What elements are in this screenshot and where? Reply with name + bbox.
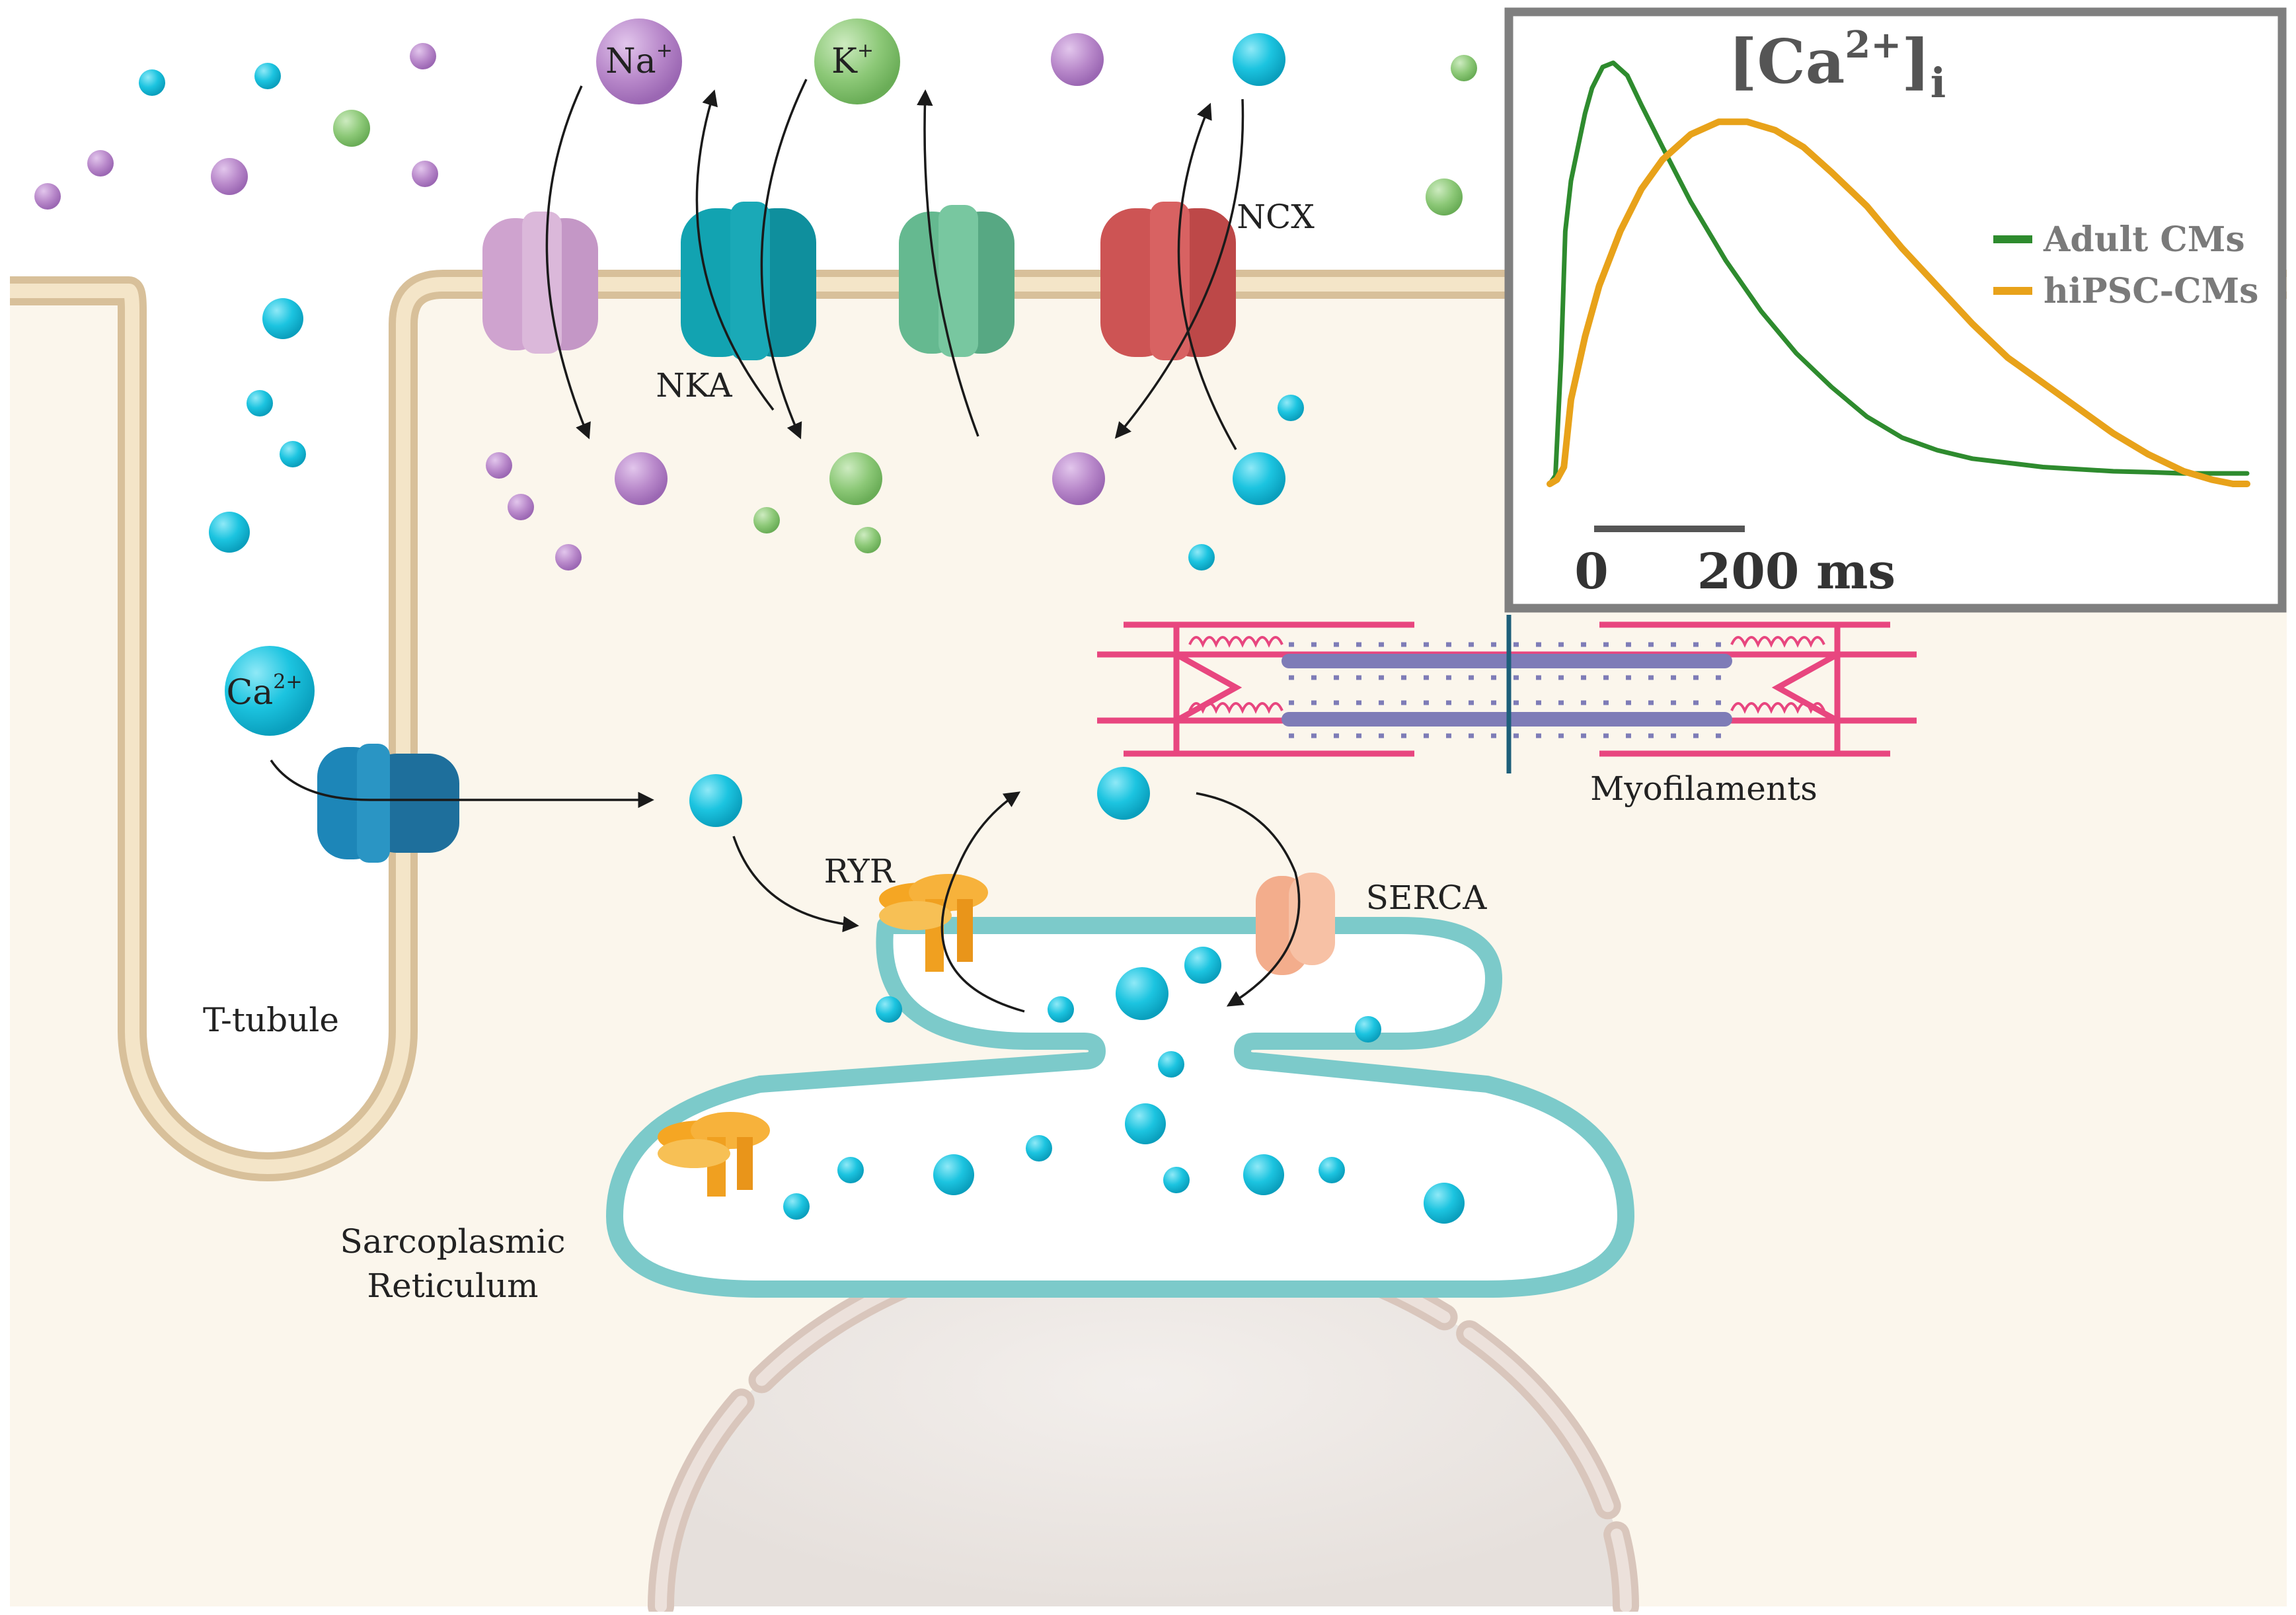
nka-pump xyxy=(681,202,816,360)
ca-ion: Ca2+ xyxy=(225,646,315,736)
svg-text:Ca2+: Ca2+ xyxy=(226,670,302,713)
ca-ion-charge: 2+ xyxy=(273,670,302,693)
na-ion-charge: + xyxy=(656,39,673,62)
series-line-adult-cms xyxy=(1547,60,2250,487)
serca-label: SERCA xyxy=(1366,879,1488,917)
legend-label-hipsc: hiPSC-CMs xyxy=(2044,271,2258,311)
flux-arrows xyxy=(270,79,1301,1013)
na-ion: Na+ xyxy=(596,19,682,104)
ncx-label: NCX xyxy=(1237,198,1315,236)
na-channel xyxy=(482,212,598,354)
chart-series xyxy=(1547,60,2250,487)
nka-label: NKA xyxy=(656,366,732,405)
t-tubule-label: T-tubule xyxy=(203,1001,339,1039)
sarcoplasmic-reticulum xyxy=(606,916,1634,1298)
svg-text:Na+: Na+ xyxy=(605,39,673,81)
svg-text:K+: K+ xyxy=(831,39,874,81)
scale-bar-value: 200 ms xyxy=(1697,543,1895,600)
inset-title: [Ca2+]i xyxy=(1728,23,1946,107)
myofilaments xyxy=(1097,615,1917,773)
l-type-ca-channel xyxy=(317,744,459,863)
ryr-label: RYR xyxy=(824,852,896,890)
sr-label-line2: Reticulum xyxy=(367,1267,538,1305)
k-ion: K+ xyxy=(814,19,900,104)
sr-label-line1: Sarcoplasmic xyxy=(340,1222,566,1261)
legend-label-adult: Adult CMs xyxy=(2043,219,2245,260)
calcium-transient-inset: [Ca2+]i Adult CMs hiPSC-CMs 0 200 ms xyxy=(1504,7,2287,613)
ryr-channel-lower xyxy=(658,1112,770,1197)
k-ion-charge: + xyxy=(857,39,874,62)
k-ion-label: K xyxy=(831,42,858,81)
scale-bar-zero: 0 xyxy=(1574,543,1609,600)
ions xyxy=(34,33,1477,1224)
k-channel xyxy=(899,205,1014,357)
myofilaments-label: Myofilaments xyxy=(1590,769,1818,808)
na-ion-label: Na xyxy=(605,42,656,81)
series-line-hipsc-cms xyxy=(1547,118,2250,487)
cell-membrane-inner xyxy=(10,277,2287,1174)
serca-pump xyxy=(1256,873,1335,975)
ncx-exchanger xyxy=(1100,202,1236,360)
ryr-channel xyxy=(879,874,988,972)
ca-ion-label: Ca xyxy=(226,673,273,713)
